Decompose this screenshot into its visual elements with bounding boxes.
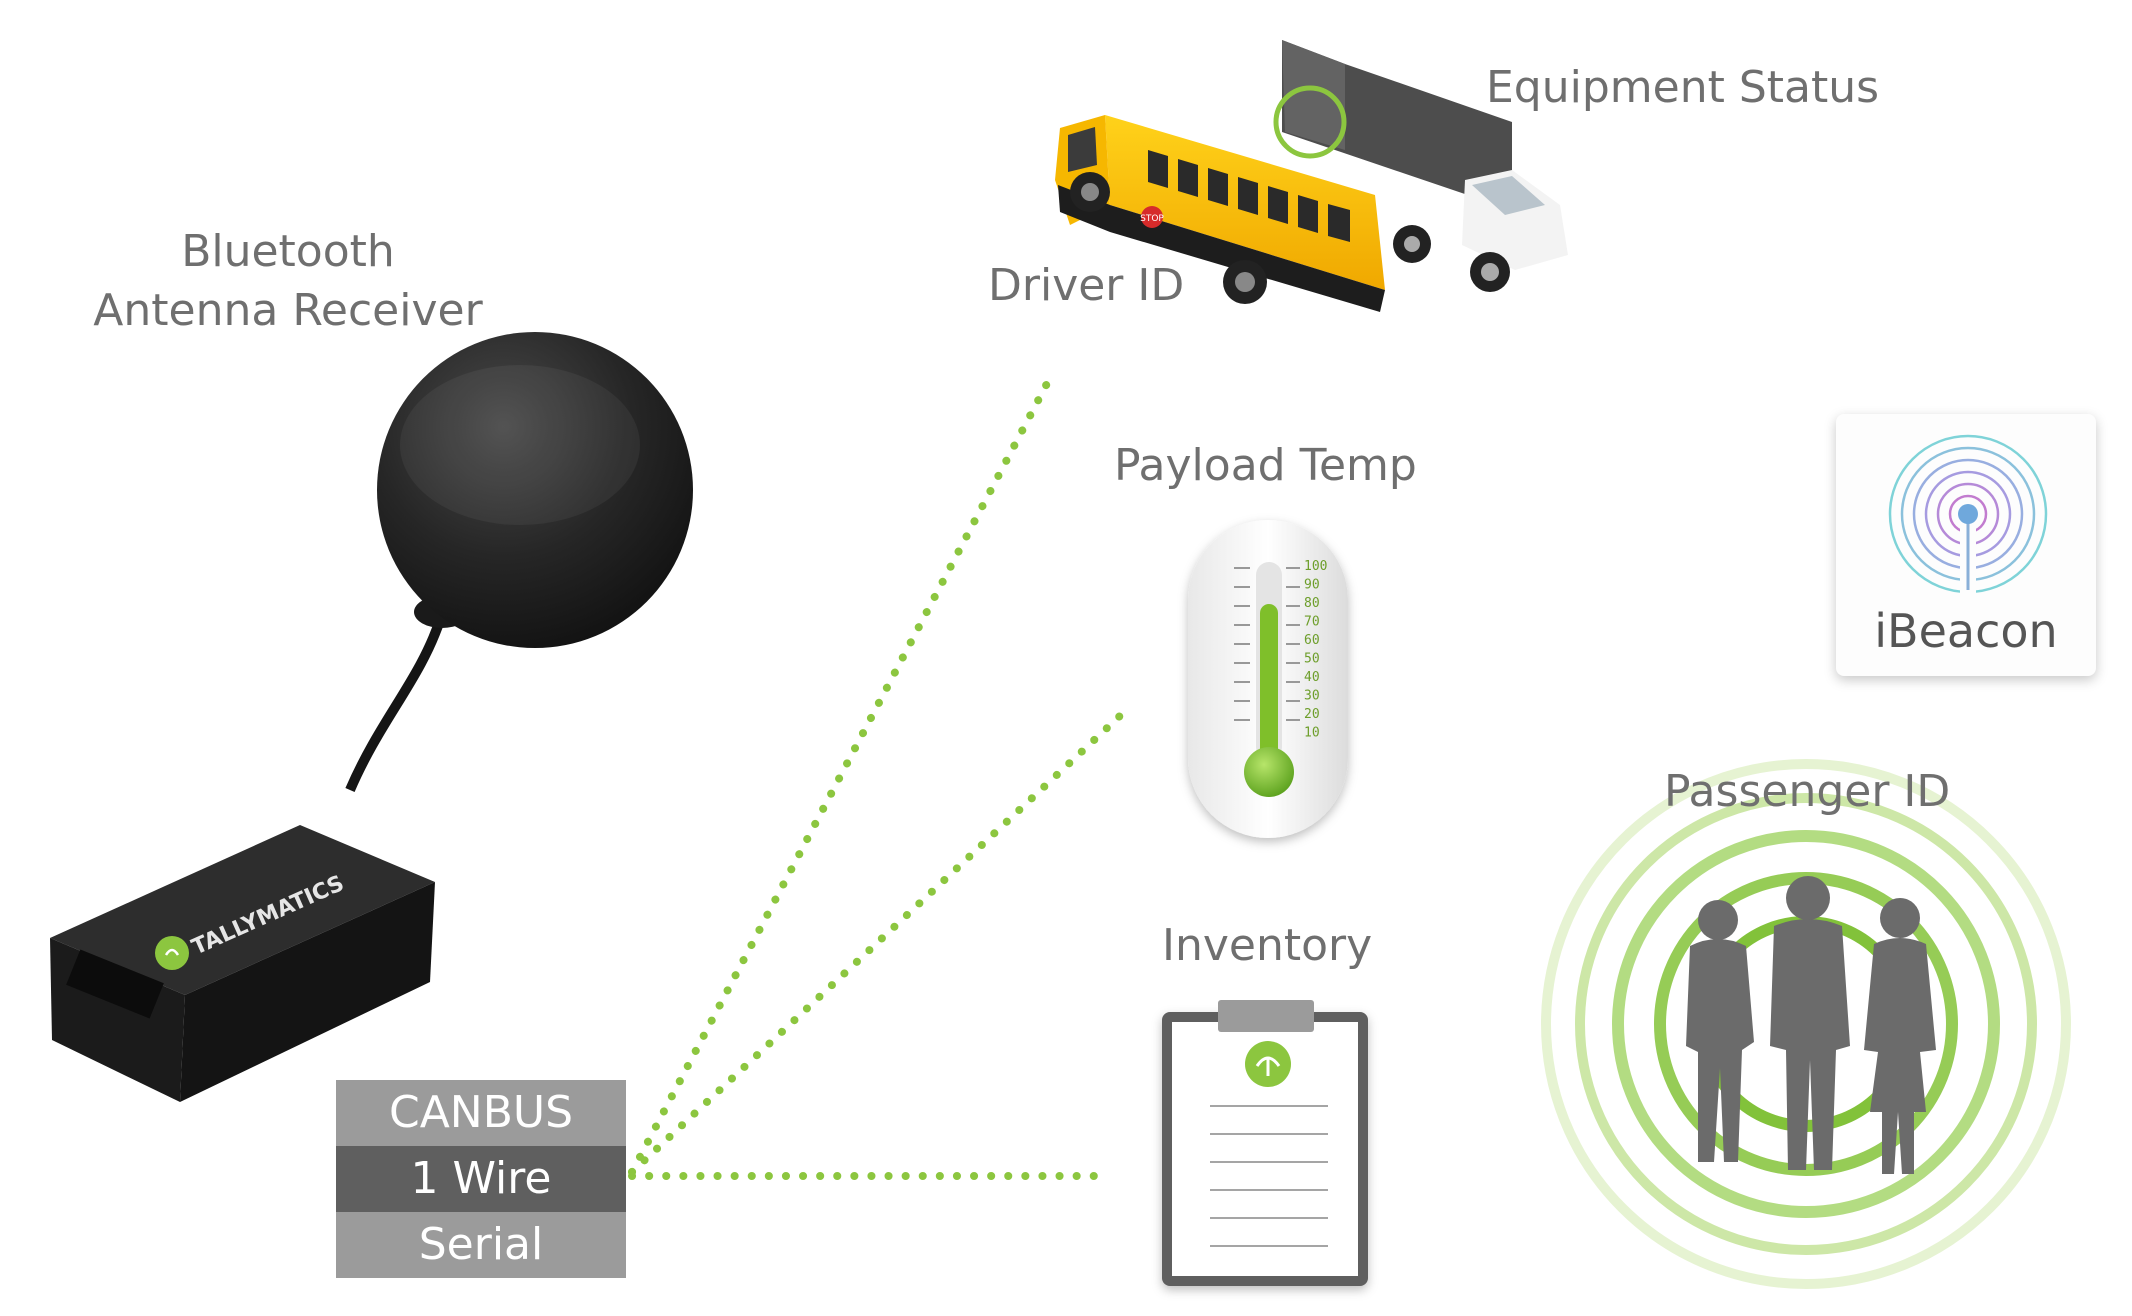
- inventory-label: Inventory: [1162, 920, 1373, 971]
- antenna-icon: [345, 332, 693, 792]
- school-bus-icon: STOP: [1055, 115, 1385, 312]
- thermometer-scale-label: 80: [1304, 596, 1320, 611]
- thermometer-scale-label: 60: [1304, 633, 1320, 648]
- thermometer-scale-label: 40: [1304, 670, 1320, 685]
- ibeacon-tile: iBeacon: [1836, 414, 2096, 676]
- thermometer-scale-label: 90: [1304, 578, 1320, 593]
- driver-id-label: Driver ID: [988, 260, 1185, 311]
- truck-icon: [1273, 40, 1568, 292]
- port-serial: Serial: [336, 1212, 626, 1278]
- thermometer-scale-label: 10: [1304, 726, 1320, 741]
- antenna-label: Bluetooth Antenna Receiver: [93, 226, 483, 337]
- clipboard-icon: [1162, 1000, 1368, 1286]
- thermometer-scale-label: 70: [1304, 615, 1320, 630]
- ibeacon-label: iBeacon: [1874, 604, 2058, 658]
- ibeacon-icon: [1888, 434, 2048, 598]
- thermometer-icon: 100 90 80 70 60 50 40 30 20 10: [1188, 520, 1348, 838]
- thermometer-scale-label: 30: [1304, 689, 1320, 704]
- connector-lines: [628, 370, 1126, 1180]
- people-icon: [1686, 876, 1936, 1174]
- telematics-device-icon: [50, 825, 435, 1102]
- passenger-id-label: Passenger ID: [1664, 766, 1951, 817]
- payload-temp-label: Payload Temp: [1114, 440, 1417, 491]
- equipment-status-label: Equipment Status: [1486, 62, 1880, 113]
- thermometer-scale-label: 100: [1304, 559, 1327, 574]
- connector-driver: [628, 370, 1056, 1176]
- connector-payload: [628, 710, 1126, 1176]
- thermometer-scale-label: 20: [1304, 707, 1320, 722]
- port-canbus: CANBUS: [336, 1080, 626, 1146]
- port-1-wire: 1 Wire: [336, 1146, 626, 1212]
- thermometer-scale-label: 50: [1304, 652, 1320, 667]
- stop-sign-text: STOP: [1140, 214, 1164, 224]
